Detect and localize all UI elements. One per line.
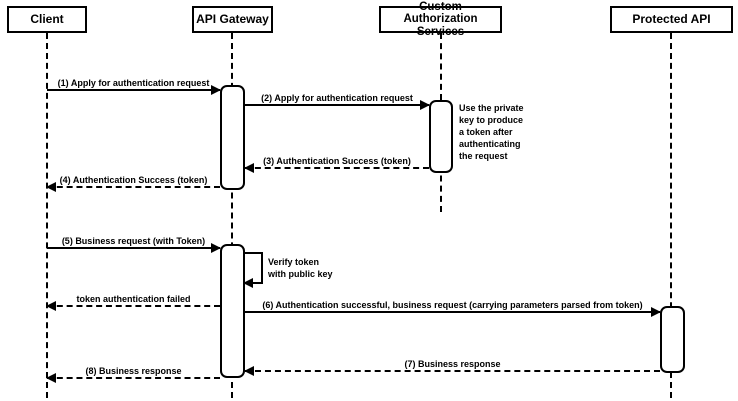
participant-api-gateway-label: API Gateway	[196, 11, 269, 26]
message-self-verify-token-label: Verify token with public key	[268, 257, 333, 279]
lifeline-protected-api	[670, 33, 672, 398]
message-8-business-response: (8) Business response	[46, 366, 220, 383]
arrowhead-right-icon	[651, 307, 661, 317]
participant-custom-authorization-services: Custom Authorization Services	[379, 1, 502, 38]
participant-custom-authorization-services-label: Custom Authorization Services	[403, 0, 478, 38]
message-3-label: (3) Authentication Success (token)	[263, 156, 411, 166]
message-3-authentication-success: (3) Authentication Success (token)	[244, 156, 429, 173]
message-6-authentication-successful-business-request: (6) Authentication successful, business …	[245, 300, 661, 317]
activation-custom-authorization-services	[429, 100, 453, 173]
message-8-label: (8) Business response	[85, 366, 182, 376]
message-2-label: (2) Apply for authentication request	[261, 93, 413, 103]
lifeline-api-gateway	[231, 33, 233, 398]
message-6-label: (6) Authentication successful, business …	[262, 300, 643, 310]
message-7-business-response: (7) Business response	[244, 359, 660, 376]
arrowhead-right-icon	[211, 243, 221, 253]
message-4-authentication-success: (4) Authentication Success (token)	[46, 175, 220, 192]
message-token-authentication-failed-label: token authentication failed	[76, 294, 191, 304]
arrowhead-left-icon	[244, 366, 254, 376]
lifeline-client	[46, 33, 48, 398]
message-4-label: (4) Authentication Success (token)	[59, 175, 208, 185]
message-5-business-request: (5) Business request (with Token)	[47, 236, 221, 253]
arrowhead-right-icon	[211, 85, 221, 95]
participant-protected-api-label: Protected API	[632, 11, 711, 26]
arrowhead-left-icon	[46, 373, 56, 383]
arrowhead-left-icon	[243, 278, 253, 288]
arrowhead-left-icon	[46, 182, 56, 192]
arrowhead-left-icon	[46, 301, 56, 311]
message-self-verify-token	[243, 252, 263, 288]
message-7-label: (7) Business response	[404, 359, 501, 369]
message-1-label: (1) Apply for authentication request	[57, 78, 210, 88]
note-private-key: Use the private key to produce a token a…	[459, 103, 524, 161]
arrowhead-right-icon	[420, 100, 430, 110]
message-5-label: (5) Business request (with Token)	[61, 236, 206, 246]
arrowhead-left-icon	[244, 163, 254, 173]
participant-client: Client	[7, 6, 87, 33]
activation-api-gateway-business	[220, 244, 245, 378]
participant-api-gateway: API Gateway	[192, 6, 273, 33]
participant-protected-api: Protected API	[610, 6, 733, 33]
message-2-apply-authentication-request: (2) Apply for authentication request	[245, 93, 430, 110]
message-1-apply-authentication-request: (1) Apply for authentication request	[47, 78, 221, 95]
message-token-authentication-failed: token authentication failed	[46, 294, 220, 311]
participant-client-label: Client	[30, 11, 64, 26]
activation-api-gateway-auth	[220, 85, 245, 190]
activation-protected-api	[660, 306, 685, 373]
